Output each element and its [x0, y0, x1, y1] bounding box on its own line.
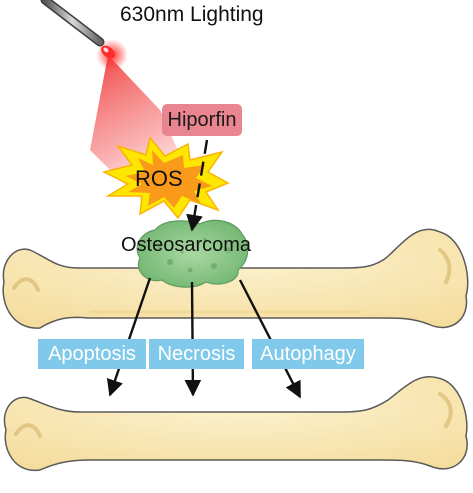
arrow-to-necrosis: [184, 281, 202, 397]
ros-label: ROS: [135, 166, 183, 191]
osteosarcoma-label: Osteosarcoma: [121, 234, 252, 256]
arrow-to-apoptosis: [106, 277, 152, 397]
bone-lower: [3, 375, 468, 472]
light-label: 630nm Lighting: [120, 3, 264, 26]
necrosis-label: Necrosis: [157, 343, 236, 365]
ros-burst-icon: [101, 136, 230, 220]
apoptosis-box: Apoptosis: [38, 339, 146, 369]
arrow-to-autophagy: [238, 279, 302, 399]
necrosis-box: Necrosis: [149, 339, 244, 369]
autophagy-box: Autophagy: [252, 339, 364, 369]
osteosarcoma-mass: [136, 219, 249, 288]
autophagy-label: Autophagy: [260, 343, 356, 365]
hiporfin-label: Hiporfin: [167, 109, 237, 131]
arrow-hiporfin-to-tumor: [186, 139, 209, 232]
apoptosis-label: Apoptosis: [48, 343, 136, 365]
optical-fiber-icon: [40, 0, 128, 71]
hiporfin-box: [162, 104, 242, 136]
